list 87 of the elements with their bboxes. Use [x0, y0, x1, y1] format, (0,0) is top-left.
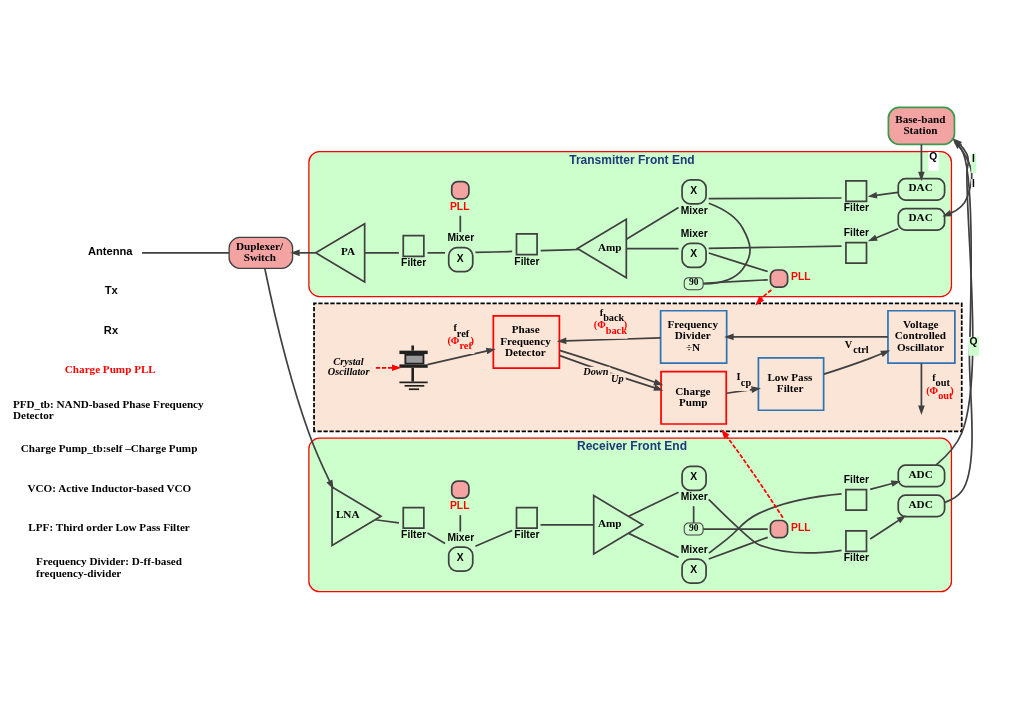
- connector: [426, 532, 446, 545]
- connector: [692, 505, 695, 524]
- arrow: [290, 249, 317, 257]
- node-label: Filter: [514, 529, 540, 541]
- connector: [363, 252, 400, 254]
- arrow: [867, 191, 900, 199]
- node-label: Filter: [843, 474, 869, 486]
- node-text: Antenna: [87, 244, 133, 257]
- connector: [627, 491, 680, 518]
- node-box: Duplexer/ Switch: [228, 236, 294, 269]
- node-label: Mixer: [680, 228, 708, 240]
- connector: [707, 536, 769, 560]
- arrow: [724, 333, 889, 341]
- connector: [459, 514, 462, 533]
- connector: [707, 252, 769, 273]
- node-box: Frequency Divider ÷N: [659, 309, 728, 364]
- connector: [426, 252, 446, 254]
- label: Rx: [103, 323, 119, 336]
- connector: [707, 245, 843, 250]
- label: LPF: Third order Low Pass Filter: [28, 521, 190, 534]
- connector: [474, 250, 514, 254]
- node-box: ADC: [897, 464, 946, 488]
- arrow: [556, 337, 662, 345]
- connector: [539, 248, 580, 252]
- node-label: Filter: [843, 227, 869, 239]
- connector: [625, 247, 680, 250]
- node-box: Voltage Controlled Oscillator: [887, 309, 956, 364]
- arrow: [869, 515, 907, 540]
- arrow: [942, 141, 973, 217]
- connector: [374, 518, 400, 524]
- edge-label: Down: [583, 366, 609, 378]
- arrow: [725, 386, 761, 395]
- node-label: Filter: [401, 529, 427, 541]
- node-label: PLL: [791, 271, 811, 283]
- node-label: Mixer: [680, 491, 708, 503]
- node-box: DAC: [897, 177, 946, 201]
- connector: [625, 206, 680, 240]
- node-label: Mixer: [447, 232, 475, 244]
- connector: [707, 197, 843, 200]
- node-label: Filter: [401, 257, 427, 269]
- node-label: PLL: [450, 500, 470, 512]
- node-box: Base-band Station: [887, 106, 956, 146]
- label: VCO: Active Inductor-based VCO: [27, 481, 192, 494]
- node-box: Low Pass Filter: [757, 357, 825, 412]
- connector: [474, 529, 514, 548]
- arrow: [918, 143, 925, 182]
- node-label: Mixer: [680, 204, 708, 216]
- connector: [539, 523, 595, 526]
- connector: [141, 252, 230, 254]
- node-box: 90: [683, 522, 704, 536]
- edge-label: Up: [611, 372, 624, 384]
- node-text: Crystal Oscillator: [327, 355, 370, 378]
- label: Frequency Divider: D-ff-based frequency-divider: [36, 555, 182, 579]
- arrow: [755, 289, 773, 306]
- edge-label: I: [972, 153, 975, 165]
- arrow: [918, 362, 925, 415]
- node-label: Filter: [514, 255, 540, 267]
- label: PFD_tb: NAND-based Phase Frequency Detector: [12, 397, 204, 421]
- node-box: Phase Frequency Detector: [492, 315, 561, 370]
- connector: [702, 278, 769, 285]
- node-label: Filter: [843, 552, 869, 564]
- edge-label: Q: [929, 151, 938, 163]
- connector: [627, 532, 680, 559]
- arrow: [721, 429, 784, 519]
- node-label: PLL: [450, 200, 470, 212]
- label: Charge Pump PLL: [64, 363, 156, 376]
- connector: [702, 202, 751, 285]
- label: Tx: [104, 284, 118, 297]
- arrow: [263, 267, 334, 490]
- node-label: Filter: [843, 202, 869, 214]
- connector: [459, 214, 462, 233]
- arrow: [869, 480, 901, 491]
- node-label: Mixer: [680, 543, 708, 555]
- arrow: [823, 350, 891, 376]
- arrow: [374, 364, 402, 372]
- node-label: Mixer: [447, 531, 475, 543]
- edge-label: Q: [969, 336, 978, 348]
- label: Charge Pump_tb:self –Charge Pump: [20, 442, 198, 455]
- node-box: DAC: [897, 207, 946, 231]
- connector: [702, 528, 769, 530]
- arrow: [426, 347, 496, 366]
- node-box: 90: [683, 277, 704, 291]
- edge-label: I: [972, 178, 975, 190]
- node-box: ADC: [897, 494, 946, 518]
- arrow: [867, 227, 900, 242]
- node-label: PLL: [791, 521, 811, 533]
- node-box: Charge Pump: [660, 370, 728, 425]
